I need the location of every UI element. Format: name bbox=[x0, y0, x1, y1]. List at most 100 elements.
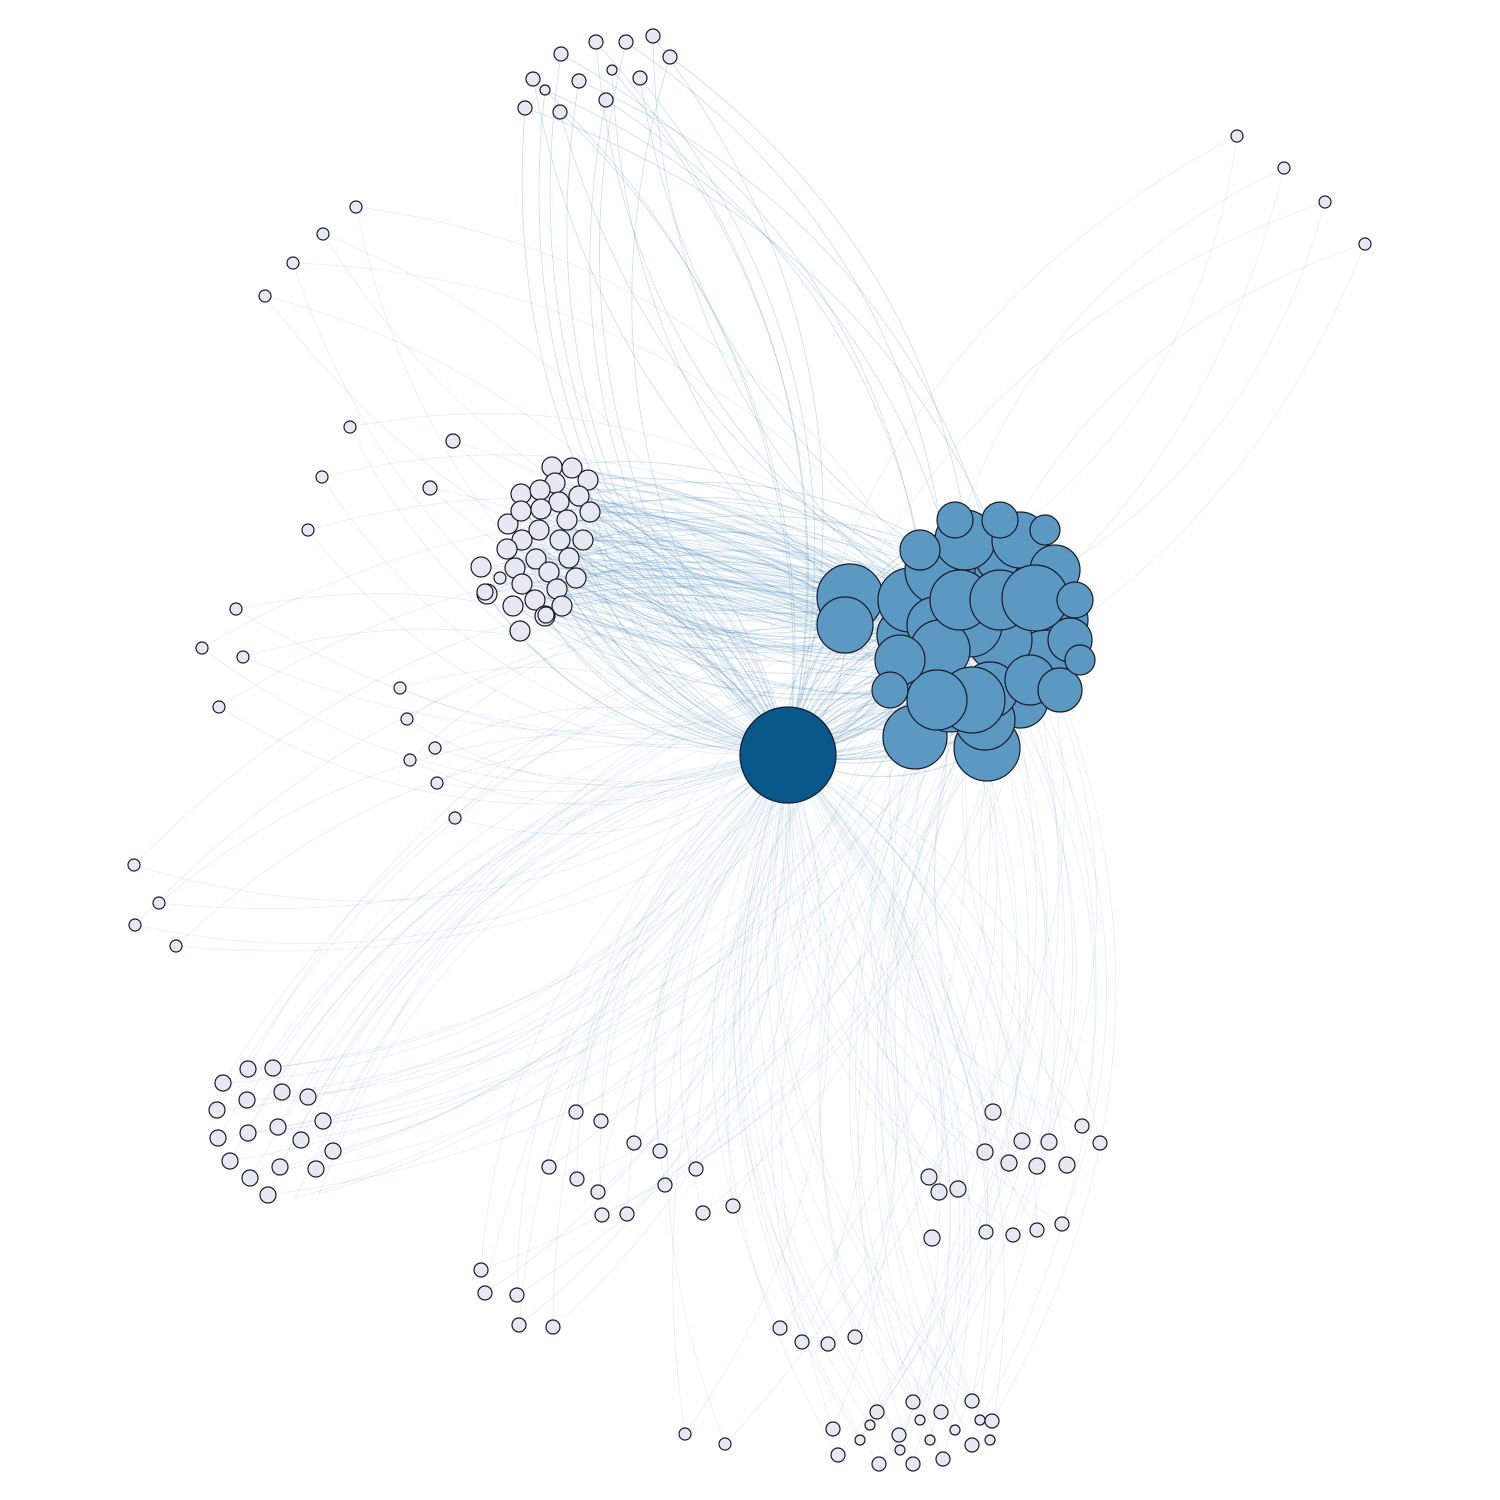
peripheral-node bbox=[477, 1285, 493, 1301]
peripheral-node bbox=[662, 49, 678, 65]
peripheral-node bbox=[606, 64, 618, 76]
peripheral-node bbox=[428, 741, 442, 755]
edge bbox=[247, 589, 926, 1070]
edge bbox=[434, 676, 949, 782]
peripheral-node bbox=[1029, 1222, 1045, 1238]
peripheral-node bbox=[470, 556, 492, 578]
peripheral-node bbox=[854, 1434, 866, 1446]
peripheral-node bbox=[1318, 195, 1332, 209]
edge bbox=[544, 89, 962, 595]
peripheral-node bbox=[1040, 1133, 1058, 1151]
edge bbox=[979, 614, 1097, 1421]
edge bbox=[787, 754, 1005, 1441]
core-node bbox=[1029, 514, 1061, 546]
edge bbox=[626, 754, 794, 1215]
edge bbox=[134, 754, 789, 945]
edge bbox=[480, 566, 789, 756]
edge bbox=[452, 440, 789, 756]
peripheral-node bbox=[820, 1336, 836, 1352]
edge bbox=[639, 77, 816, 756]
peripheral-node bbox=[949, 1180, 967, 1198]
peripheral-node bbox=[528, 519, 550, 541]
peripheral-node bbox=[598, 92, 614, 108]
peripheral-node bbox=[984, 1103, 1002, 1121]
peripheral-node bbox=[984, 1413, 1000, 1429]
peripheral-node bbox=[864, 1419, 876, 1431]
peripheral-node bbox=[537, 606, 555, 624]
peripheral-node bbox=[571, 73, 587, 89]
peripheral-node bbox=[618, 34, 634, 50]
peripheral-node bbox=[529, 479, 551, 501]
peripheral-node bbox=[984, 1434, 996, 1446]
peripheral-node bbox=[549, 529, 571, 551]
peripheral-node bbox=[552, 104, 568, 120]
peripheral-node bbox=[914, 1414, 926, 1426]
peripheral-node bbox=[974, 1414, 986, 1426]
edge bbox=[307, 754, 789, 1098]
core-node bbox=[1037, 667, 1083, 713]
peripheral-node bbox=[924, 1434, 936, 1446]
edge bbox=[787, 754, 960, 1441]
edge bbox=[787, 754, 869, 1343]
peripheral-node bbox=[894, 1444, 906, 1456]
peripheral-node bbox=[551, 595, 573, 617]
edge bbox=[780, 659, 936, 1430]
peripheral-node bbox=[794, 1334, 810, 1350]
edge bbox=[566, 80, 789, 756]
edge bbox=[322, 754, 789, 1122]
peripheral-node bbox=[626, 1135, 642, 1151]
edge bbox=[787, 754, 1038, 1231]
peripheral-node bbox=[645, 28, 661, 44]
edge bbox=[597, 754, 790, 1193]
edge bbox=[653, 754, 789, 1152]
edge bbox=[626, 659, 936, 1215]
core-node bbox=[816, 596, 874, 654]
core-node bbox=[981, 501, 1019, 539]
edge bbox=[869, 680, 1030, 1426]
edge bbox=[587, 479, 789, 756]
hub-node bbox=[739, 706, 837, 804]
peripheral-node bbox=[1092, 1135, 1108, 1151]
edge bbox=[315, 754, 789, 1170]
edge bbox=[406, 718, 789, 787]
edge bbox=[300, 676, 949, 1141]
peripheral-node bbox=[502, 595, 524, 617]
edge bbox=[743, 754, 878, 1413]
peripheral-node bbox=[400, 712, 414, 726]
edge bbox=[222, 754, 789, 1084]
peripheral-node bbox=[1277, 161, 1291, 175]
edge bbox=[506, 548, 789, 756]
edge bbox=[484, 754, 789, 1294]
peripheral-node bbox=[569, 1171, 585, 1187]
peripheral-node bbox=[448, 811, 462, 825]
edge bbox=[652, 35, 824, 756]
edge bbox=[679, 754, 789, 1214]
peripheral-node bbox=[930, 1183, 948, 1201]
edge bbox=[133, 754, 789, 902]
edge bbox=[787, 754, 1023, 1142]
edge bbox=[247, 754, 789, 1134]
edge bbox=[318, 754, 789, 1195]
edge bbox=[787, 754, 941, 1451]
peripheral-node bbox=[825, 1421, 841, 1437]
peripheral-node bbox=[923, 1229, 941, 1247]
edge bbox=[247, 642, 1043, 1134]
peripheral-node bbox=[239, 1124, 257, 1142]
peripheral-node bbox=[964, 1393, 980, 1409]
edge bbox=[551, 466, 871, 581]
peripheral-node bbox=[292, 1131, 310, 1149]
peripheral-node bbox=[561, 457, 583, 479]
peripheral-node bbox=[964, 1437, 980, 1453]
edge bbox=[898, 676, 1021, 1436]
edge bbox=[480, 754, 789, 1271]
edge bbox=[571, 467, 789, 756]
peripheral-node bbox=[976, 1143, 994, 1161]
peripheral-node bbox=[241, 1169, 259, 1187]
edge bbox=[928, 642, 1065, 1178]
edge bbox=[775, 754, 993, 1422]
edge bbox=[229, 754, 789, 1162]
edge bbox=[787, 754, 971, 1460]
peripheral-node bbox=[343, 420, 357, 434]
edge bbox=[322, 233, 789, 756]
peripheral-node bbox=[1054, 1216, 1070, 1232]
